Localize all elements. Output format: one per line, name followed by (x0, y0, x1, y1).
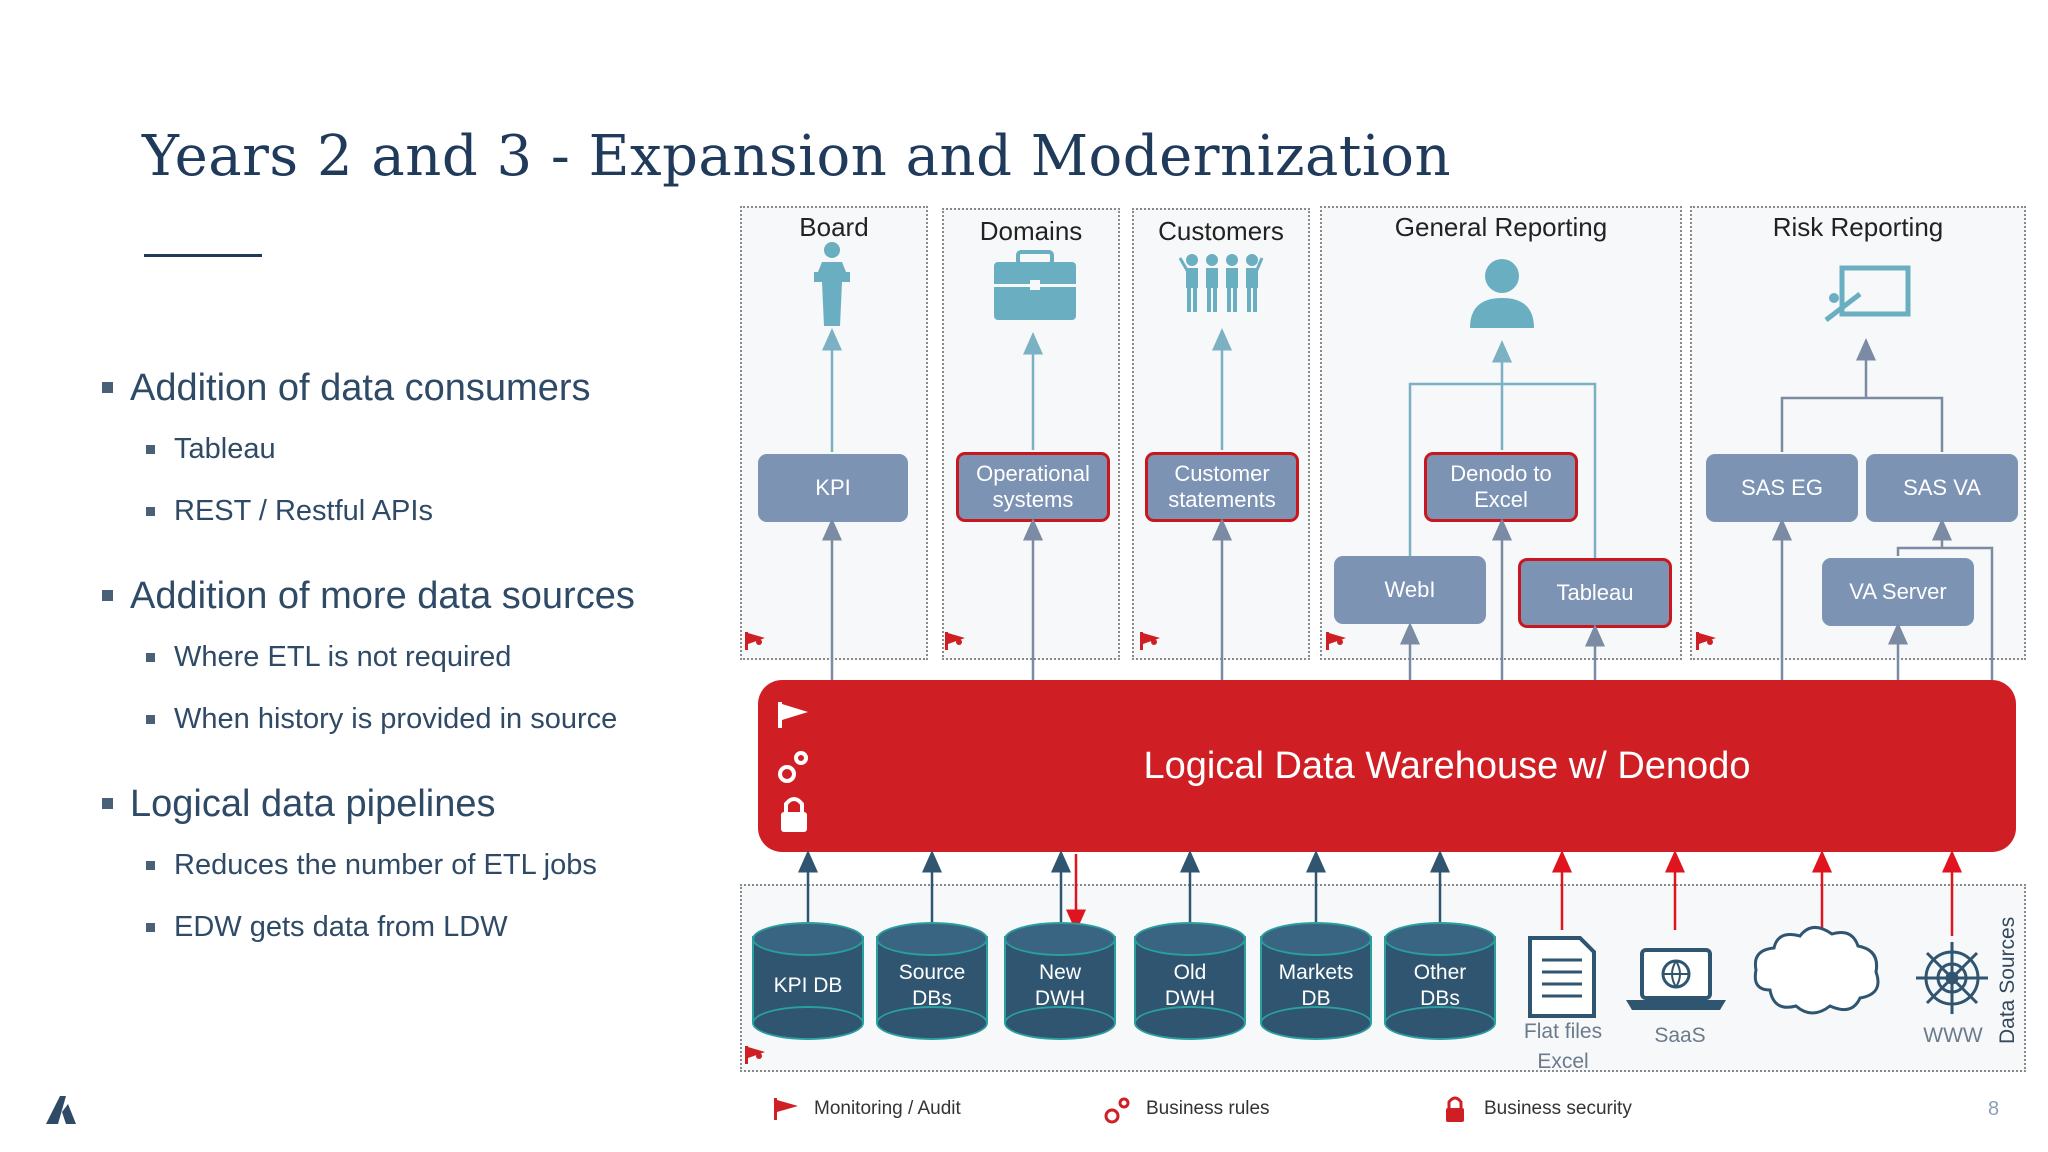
panel-title: Domains (979, 216, 1083, 246)
panel-board: Board (740, 206, 928, 660)
legend-security-lock-icon (1446, 1096, 1464, 1122)
legend-monitoring: Monitoring / Audit (814, 1098, 961, 1119)
title-underline (144, 254, 262, 257)
panel-title: Customers (1158, 216, 1284, 246)
sub-bullet: REST / Restful APIs (98, 486, 718, 548)
panel-title: Risk Reporting (1772, 212, 1944, 242)
bullet-data-sources: Addition of more data sources (98, 570, 718, 632)
panel-customers: Customers (1132, 208, 1310, 660)
sub-bullet: Where ETL is not required (98, 632, 718, 694)
page-number: 8 (1988, 1098, 2000, 1120)
new-dwh-cylinder: New DWH (1004, 922, 1116, 1040)
flat-files-label: Flat files (1523, 1020, 1603, 1043)
legend-monitoring-icon (774, 1098, 798, 1120)
panel-domains: Domains (942, 208, 1120, 660)
sub-bullet: EDW gets data from LDW (98, 902, 718, 964)
sas-eg-box: SAS EG (1706, 454, 1858, 522)
sub-bullet: Reduces the number of ETL jobs (98, 840, 718, 902)
www-label: WWW (1923, 1024, 1983, 1047)
sub-bullet: When history is provided in source (98, 694, 718, 756)
va-server-box: VA Server (1822, 558, 1974, 626)
excel-label: Excel (1537, 1050, 1589, 1073)
slide-title: Years 2 and 3 - Expansion and Modernizat… (142, 124, 1452, 189)
webi-box: WebI (1334, 556, 1486, 624)
other-dbs-label: Other DBs (1413, 961, 1467, 1010)
legend-business-rules: Business rules (1146, 1098, 1270, 1119)
old-dwh-cylinder: Old DWH (1134, 922, 1246, 1040)
bullet-logical-pipelines: Logical data pipelines (98, 778, 718, 840)
kpi-db-label: KPI DB (773, 974, 843, 997)
source-dbs-label: Source DBs (898, 961, 966, 1010)
panel-title: Board (799, 212, 869, 242)
sub-bullet: Tableau (98, 424, 718, 486)
kpi-db-cylinder: KPI DB (752, 922, 864, 1040)
soap-label: SOAP (1790, 984, 1844, 1005)
bullet-list: Addition of data consumers Tableau REST … (98, 362, 718, 964)
bullet-data-consumers: Addition of data consumers (98, 362, 718, 424)
ldw-label: Logical Data Warehouse w/ Denodo (1143, 744, 1751, 787)
saas-label: SaaS (1654, 1024, 1706, 1047)
sas-va-box: SAS VA (1866, 454, 2018, 522)
kpi-box: KPI (758, 454, 908, 522)
source-dbs-cylinder: Source DBs (876, 922, 988, 1040)
legend-business-security: Business security (1484, 1098, 1632, 1119)
operational-systems-box: Operational systems (956, 452, 1110, 522)
old-dwh-label: Old DWH (1164, 961, 1216, 1010)
markets-db-cylinder: Markets DB (1260, 922, 1372, 1040)
panel-title: General Reporting (1394, 212, 1608, 242)
new-dwh-label: New DWH (1034, 961, 1086, 1010)
company-logo (46, 1096, 76, 1124)
markets-db-label: Markets DB (1278, 961, 1354, 1010)
customer-statements-box: Customer statements (1145, 452, 1299, 522)
logical-data-warehouse-bar: Logical Data Warehouse w/ Denodo (758, 680, 2016, 852)
legend-business-rules-icon (1104, 1097, 1130, 1124)
rest-label: REST (1791, 960, 1843, 981)
denodo-to-excel-box: Denodo to Excel (1424, 452, 1578, 522)
other-dbs-cylinder: Other DBs (1384, 922, 1496, 1040)
tableau-box: Tableau (1518, 558, 1672, 628)
